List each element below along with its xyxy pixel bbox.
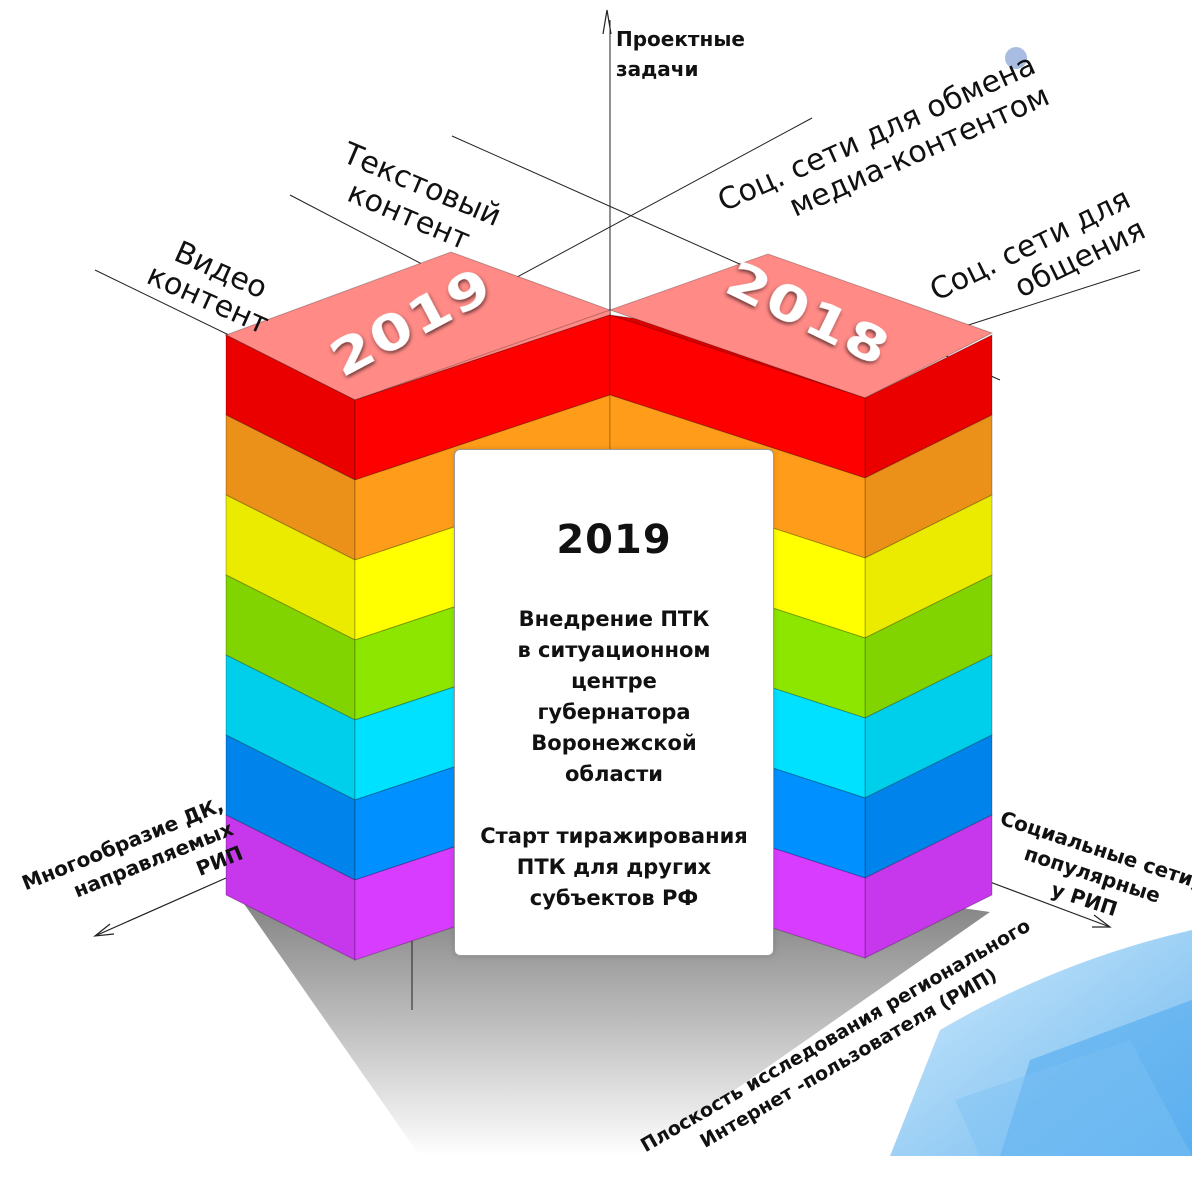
decorative-dot bbox=[1005, 47, 1027, 69]
axis-lines bbox=[93, 9, 1112, 937]
card-description: Внедрение ПТК в ситуационном центре губе… bbox=[517, 607, 711, 786]
card-replication-text: Старт тиражирования ПТК для других субъе… bbox=[480, 824, 748, 910]
decorative-corner-shape bbox=[890, 930, 1192, 1156]
card-year: 2019 bbox=[556, 517, 672, 563]
block-2018-top-face bbox=[608, 253, 994, 399]
vertical-axis-label: Проектные задачи bbox=[616, 27, 745, 81]
info-card: 2019 Внедрение ПТК в ситуационном центре… bbox=[454, 449, 774, 956]
diagram-stage: 2019 2018 Проектные задачи Видео контент… bbox=[18, 9, 1192, 1157]
